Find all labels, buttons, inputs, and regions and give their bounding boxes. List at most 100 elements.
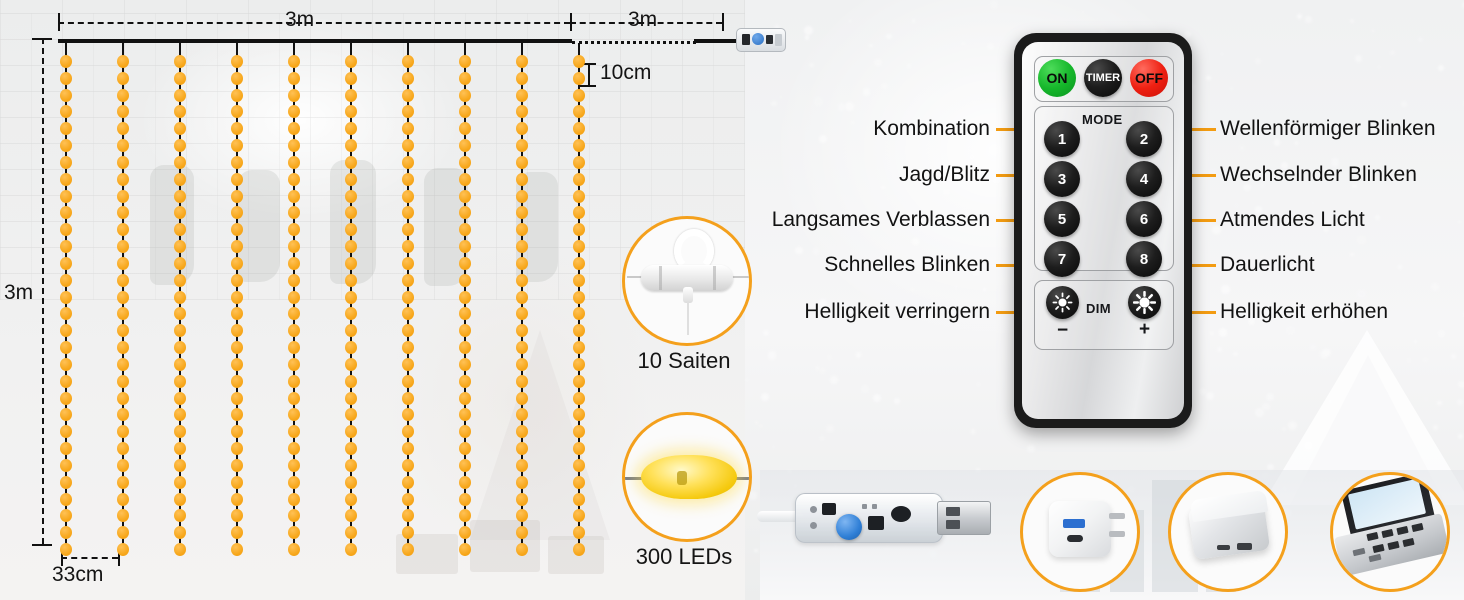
remote-button-7[interactable]: 7 bbox=[1044, 241, 1080, 277]
dimension-line-top-main bbox=[58, 22, 570, 24]
led-dot bbox=[459, 240, 471, 254]
remote-button-on[interactable]: ON bbox=[1038, 59, 1076, 97]
usb-control-button[interactable] bbox=[836, 514, 862, 540]
remote-button-6[interactable]: 6 bbox=[1126, 201, 1162, 237]
hook-cable-left bbox=[627, 276, 649, 278]
led-dot bbox=[117, 206, 129, 220]
sparkle-dot bbox=[1027, 444, 1035, 453]
led-dot bbox=[60, 543, 72, 556]
led-dot bbox=[231, 122, 243, 136]
led-dot bbox=[345, 324, 357, 338]
sparkle-dot bbox=[1255, 58, 1262, 65]
sparkle-dot bbox=[1312, 201, 1315, 205]
remote-button-1[interactable]: 1 bbox=[1044, 121, 1080, 157]
sparkle-dot bbox=[772, 445, 775, 449]
led-dot bbox=[60, 475, 72, 489]
led-dot bbox=[345, 206, 357, 220]
sparkle-dot bbox=[1297, 14, 1303, 20]
remote-button-3[interactable]: 3 bbox=[1044, 161, 1080, 197]
remote-button-off[interactable]: OFF bbox=[1130, 59, 1168, 97]
led-dot bbox=[573, 139, 585, 153]
sparkle-dot bbox=[815, 366, 820, 370]
remote-control[interactable]: ON TIMER OFF MODE 1 2 3 4 5 6 7 8 DIM bbox=[1014, 33, 1192, 428]
callout-mode-4: Wechselnder Blinken bbox=[1220, 163, 1417, 186]
led-dot bbox=[516, 492, 528, 506]
remote-button-8[interactable]: 8 bbox=[1126, 241, 1162, 277]
led-dot bbox=[402, 88, 414, 102]
led-dot bbox=[402, 526, 414, 540]
remote-button-timer[interactable]: TIMER bbox=[1084, 59, 1122, 97]
remote-button-5[interactable]: 5 bbox=[1044, 201, 1080, 237]
sparkle-dot bbox=[1211, 225, 1221, 235]
led-dot bbox=[288, 189, 300, 203]
led-dot bbox=[402, 408, 414, 422]
led-dot bbox=[573, 374, 585, 388]
led-dot bbox=[117, 155, 129, 169]
led-dot bbox=[117, 391, 129, 405]
sparkle-dot bbox=[1081, 10, 1085, 13]
led-dot bbox=[573, 324, 585, 338]
power-bank-badge bbox=[1168, 472, 1288, 592]
remote-button-dim-minus[interactable] bbox=[1046, 286, 1079, 319]
led-dot bbox=[288, 543, 300, 556]
led-dot bbox=[459, 324, 471, 338]
sparkle-dot bbox=[809, 63, 814, 68]
remote-button-2[interactable]: 2 bbox=[1126, 121, 1162, 157]
led-dot bbox=[231, 206, 243, 220]
sparkle-dot bbox=[1247, 318, 1255, 326]
led-dot bbox=[174, 307, 186, 321]
sparkle-dot bbox=[961, 40, 965, 45]
sparkle-dot bbox=[819, 298, 828, 307]
led-dot bbox=[516, 408, 528, 422]
led-dot bbox=[288, 155, 300, 169]
dimension-label-led-spacing: 10cm bbox=[600, 61, 652, 84]
remote-button-dim-plus[interactable] bbox=[1128, 286, 1161, 319]
led-dot bbox=[288, 374, 300, 388]
led-dot bbox=[231, 240, 243, 254]
led-dot bbox=[459, 442, 471, 456]
wall-charger-icon bbox=[1049, 501, 1111, 557]
sparkle-dot bbox=[1247, 277, 1250, 280]
sun-icon bbox=[1133, 291, 1156, 314]
led-dot bbox=[402, 105, 414, 119]
led-dot bbox=[117, 189, 129, 203]
sparkle-dot bbox=[813, 97, 823, 107]
led-dot bbox=[60, 240, 72, 254]
led-dot bbox=[573, 256, 585, 270]
led-dot bbox=[459, 425, 471, 439]
led-dot bbox=[117, 290, 129, 304]
sparkle-dot bbox=[1375, 214, 1381, 220]
led-dot bbox=[573, 206, 585, 220]
led-dot bbox=[345, 88, 357, 102]
led-dot bbox=[459, 139, 471, 153]
led-dot bbox=[60, 122, 72, 136]
callout-mode-5: Langsames Verblassen bbox=[771, 208, 990, 231]
sparkle-dot bbox=[1199, 315, 1203, 320]
sparkle-dot bbox=[1183, 30, 1192, 38]
sparkle-dot bbox=[992, 175, 1000, 184]
led-dot bbox=[402, 273, 414, 287]
led-dot bbox=[345, 273, 357, 287]
dim-panel-label: DIM bbox=[1086, 301, 1112, 316]
sparkle-dot bbox=[1199, 388, 1207, 396]
led-dot bbox=[402, 122, 414, 136]
sparkle-dot bbox=[882, 84, 888, 90]
led-dot bbox=[402, 172, 414, 186]
sparkle-dot bbox=[910, 287, 914, 291]
led-dot bbox=[516, 223, 528, 237]
sparkle-dot bbox=[862, 88, 870, 96]
dimension-tick bbox=[58, 13, 60, 31]
led-dot bbox=[516, 458, 528, 472]
led-wire-left bbox=[625, 477, 655, 480]
sparkle-dot bbox=[1355, 55, 1362, 62]
led-dot bbox=[288, 105, 300, 119]
remote-button-4[interactable]: 4 bbox=[1126, 161, 1162, 197]
led-dot bbox=[174, 543, 186, 556]
led-dot bbox=[174, 71, 186, 85]
led-dot bbox=[117, 526, 129, 540]
led-dot bbox=[573, 172, 585, 186]
sparkle-dot bbox=[829, 375, 838, 385]
sparkle-dot bbox=[1259, 182, 1266, 189]
led-dot bbox=[231, 458, 243, 472]
sparkle-dot bbox=[970, 429, 976, 434]
